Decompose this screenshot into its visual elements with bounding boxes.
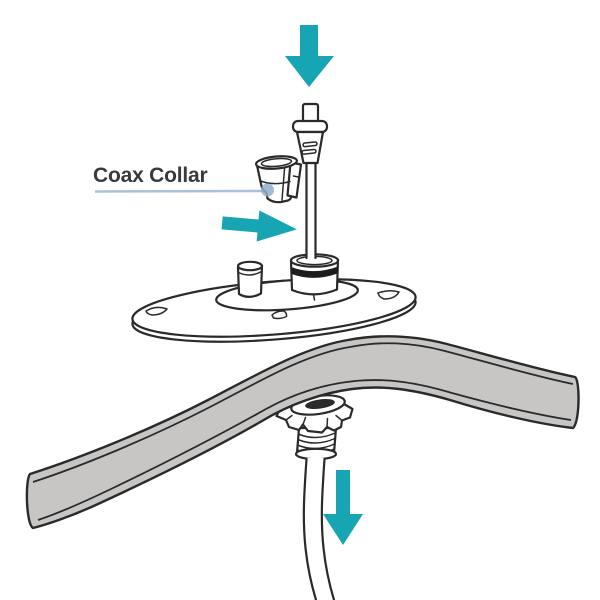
arrow-down-bottom-icon [323, 470, 363, 545]
lower-tube [302, 457, 336, 600]
arrow-down-icon [285, 25, 334, 87]
plate-notch-right [377, 289, 400, 300]
leader-dot [261, 183, 274, 197]
coax-collar-part [254, 155, 303, 204]
feed-connector [291, 102, 329, 165]
arrow-right-icon [221, 210, 297, 242]
plate-notch-center [271, 310, 288, 320]
collar-clip [286, 161, 303, 199]
skin-band [25, 335, 580, 530]
collar-opening [305, 398, 335, 410]
plate-notch-left [145, 306, 168, 316]
center-port [289, 253, 340, 296]
side-port [236, 260, 264, 298]
port-ring-band [291, 266, 338, 278]
threaded-stem [294, 426, 338, 461]
base-plate [131, 253, 417, 343]
leader-line [94, 183, 274, 197]
coax-collar-label: Coax Collar [93, 164, 208, 187]
extension-tube-shaft [305, 159, 317, 260]
